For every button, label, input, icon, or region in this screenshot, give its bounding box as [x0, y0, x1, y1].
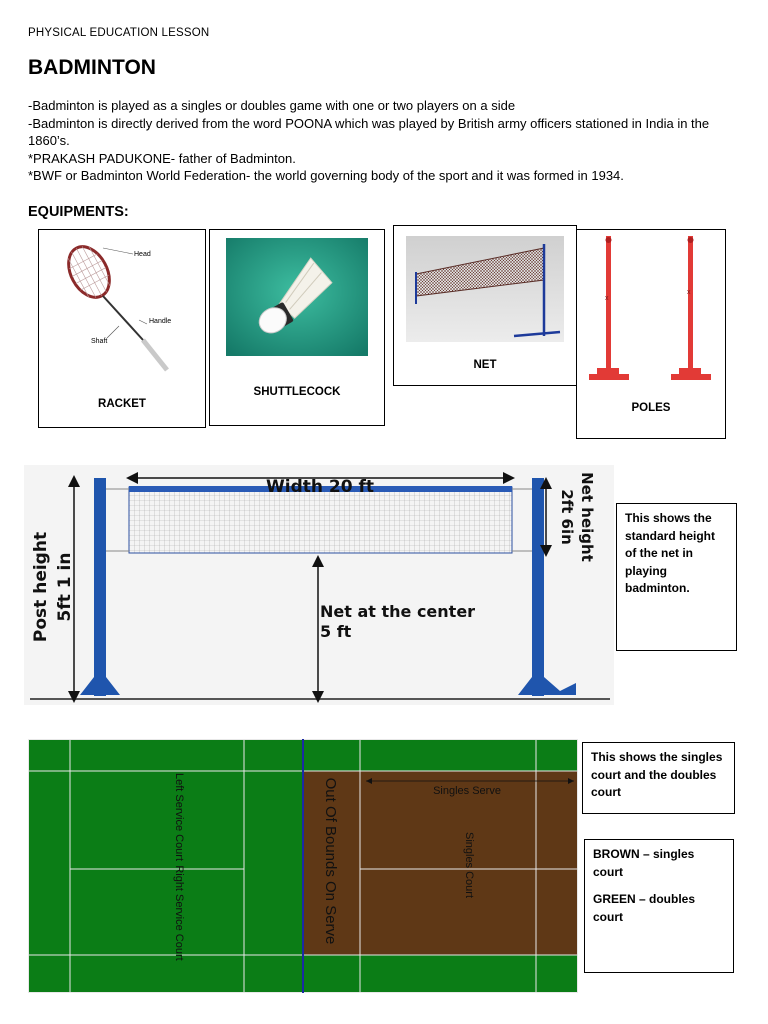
lesson-label: PHYSICAL EDUCATION LESSON [28, 27, 210, 39]
net-height-label: Net height [578, 472, 596, 562]
center-height-label: Net at the center [320, 602, 475, 621]
poles-illustration: x x [589, 236, 711, 380]
net-card: NET [393, 225, 577, 386]
racket-illustration: Head Handle Shaft [67, 245, 171, 372]
net-illustration [406, 236, 564, 342]
singles-serve-label: Singles Serve [433, 785, 501, 797]
center-height-value: 5 ft [320, 622, 352, 641]
racket-head-shape [67, 245, 111, 299]
page-title: BADMINTON [28, 56, 156, 79]
court-note: This shows the singles court and the dou… [582, 742, 735, 814]
shuttlecock-card: SHUTTLECOCK [209, 229, 385, 426]
net-height-diagram: Width 20 ft Post height 5ft 1 in Net hei… [24, 465, 614, 705]
intro-line: -Badminton is played as a singles or dou… [28, 98, 516, 113]
post-height-value: 5ft 1 in [55, 553, 75, 622]
shuttlecock-illustration [226, 238, 368, 356]
intro-line: *BWF or Badminton World Federation- the … [28, 168, 624, 183]
racket-caption: RACKET [98, 398, 146, 410]
post-height-label: Post height [31, 532, 51, 642]
left-service-court-label: Left Service Court [173, 773, 185, 861]
racket-part-label: Head [134, 251, 151, 258]
legend-green: GREEN – doubles court [593, 892, 696, 924]
svg-text:x: x [605, 295, 609, 302]
svg-text:x: x [687, 289, 691, 296]
net-height-value: 2ft 6in [558, 489, 576, 545]
poles-caption: POLES [631, 402, 671, 414]
intro-text: -Badminton is played as a singles or dou… [28, 97, 748, 185]
net-caption: NET [473, 359, 497, 371]
equipments-heading: EQUIPMENTS: [28, 204, 129, 220]
poles-card: x x POLES [576, 229, 726, 439]
shuttlecock-caption: SHUTTLECOCK [253, 386, 341, 398]
legend-brown: BROWN – singles court [593, 847, 695, 879]
net-width-label: Width 20 ft [266, 477, 374, 497]
net-height-note: This shows the standard height of the ne… [616, 503, 737, 651]
out-of-bounds-label: Out Of Bounds On Serve [322, 778, 339, 945]
racket-card: Head Handle Shaft RACKET [38, 229, 206, 428]
racket-part-label: Shaft [91, 338, 107, 345]
court-color-legend: BROWN – singles court GREEN – doubles co… [584, 839, 734, 973]
singles-court-label: Singles Court [463, 832, 475, 898]
intro-line: -Badminton is directly derived from the … [28, 115, 710, 149]
racket-part-label: Handle [149, 318, 171, 325]
intro-line: *PRAKASH PADUKONE- father of Badminton. [28, 150, 296, 166]
court-diagram: Singles Serve Singles Court Out Of Bound… [28, 739, 578, 993]
right-service-court-label: Right Service Court [173, 865, 185, 960]
